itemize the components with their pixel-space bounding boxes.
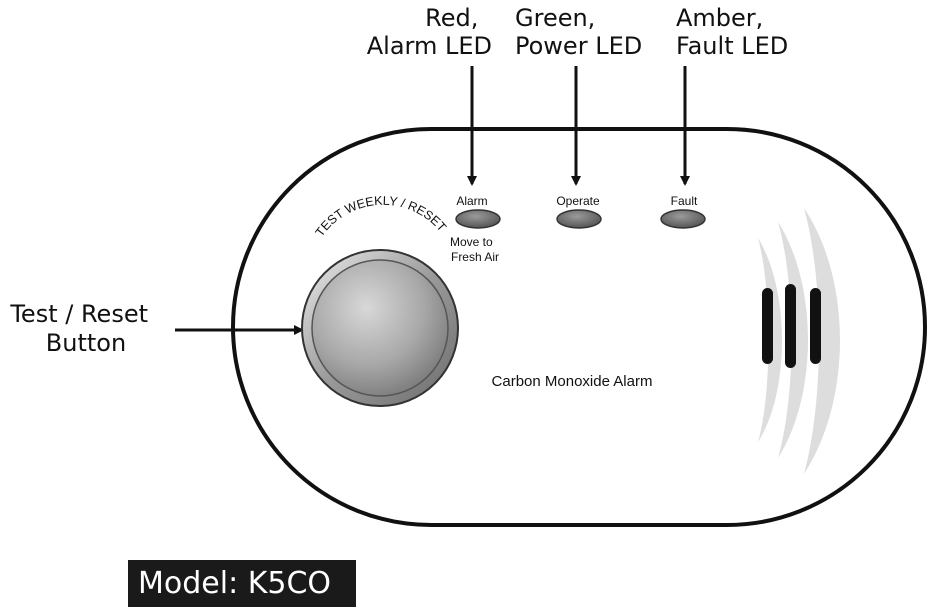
model-label: Model: K5CO	[128, 560, 356, 607]
alarm-led-callout: Red, Alarm LED	[367, 4, 492, 60]
alarm-led	[455, 209, 501, 229]
fault-led-label: Fault	[671, 194, 698, 208]
fault-led-callout: Amber, Fault LED	[676, 4, 788, 60]
alarm-sublabel: Move to Fresh Air	[450, 235, 499, 264]
speaker-slot-1	[762, 288, 773, 364]
power-led	[556, 209, 602, 229]
power-led-callout: Green, Power LED	[515, 4, 642, 60]
sound-wave-outer	[804, 208, 840, 474]
operate-led-label: Operate	[556, 194, 600, 208]
alarm-led-label: Alarm	[456, 194, 487, 208]
test-reset-button-face[interactable]	[311, 259, 449, 397]
speaker-grille	[758, 208, 840, 474]
device-name: Carbon Monoxide Alarm	[492, 373, 653, 390]
speaker-slot-3	[810, 288, 821, 364]
button-callout: Test / Reset Button	[9, 300, 155, 357]
fault-led	[660, 209, 706, 229]
speaker-slot-2	[785, 284, 796, 368]
device-body	[231, 127, 927, 527]
test-reset-button[interactable]	[301, 249, 459, 407]
